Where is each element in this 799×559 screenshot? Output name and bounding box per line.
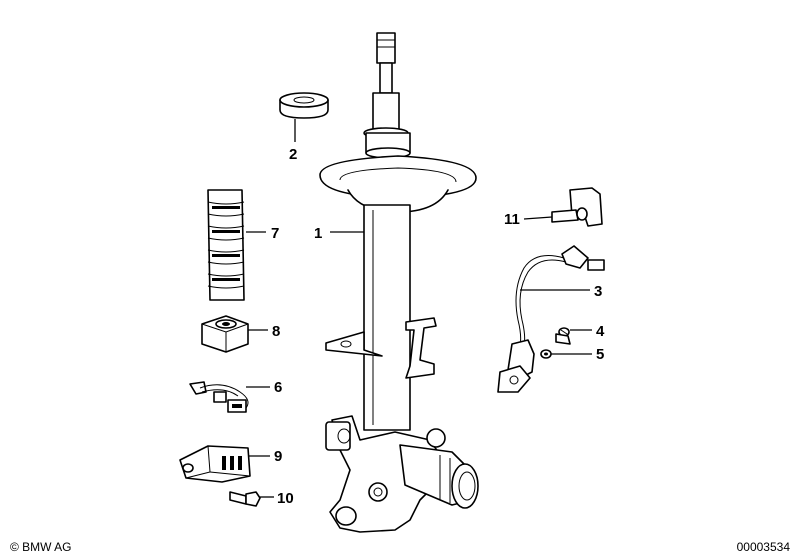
- callout-3: 3: [594, 283, 602, 300]
- copyright-text: © BMW AG: [10, 540, 72, 554]
- support-part[interactable]: [201, 315, 249, 353]
- bellows-part[interactable]: [207, 189, 245, 301]
- wiring-bracket-part[interactable]: [189, 381, 249, 413]
- callout-8: 8: [272, 323, 280, 340]
- small-washer-part[interactable]: [540, 349, 552, 359]
- callout-1: 1: [314, 225, 322, 242]
- callout-6: 6: [274, 379, 282, 396]
- callout-10: 10: [277, 490, 294, 507]
- callout-9: 9: [274, 448, 282, 465]
- callout-7: 7: [271, 225, 279, 242]
- washer-part[interactable]: [279, 92, 329, 119]
- callout-11: 11: [504, 211, 520, 228]
- callout-4: 4: [596, 323, 605, 340]
- screw-part[interactable]: [555, 327, 571, 345]
- clip-part[interactable]: [551, 187, 603, 227]
- drawing-number: 00003534: [737, 540, 791, 554]
- leader-lines: [246, 119, 592, 498]
- callout-5: 5: [596, 346, 604, 363]
- sensor-bracket-part[interactable]: [179, 445, 251, 483]
- wear-sensor-part[interactable]: [497, 245, 605, 393]
- callout-2: 2: [289, 146, 297, 163]
- strut-assembly-part[interactable]: [319, 32, 479, 533]
- bolt-part[interactable]: [229, 491, 261, 507]
